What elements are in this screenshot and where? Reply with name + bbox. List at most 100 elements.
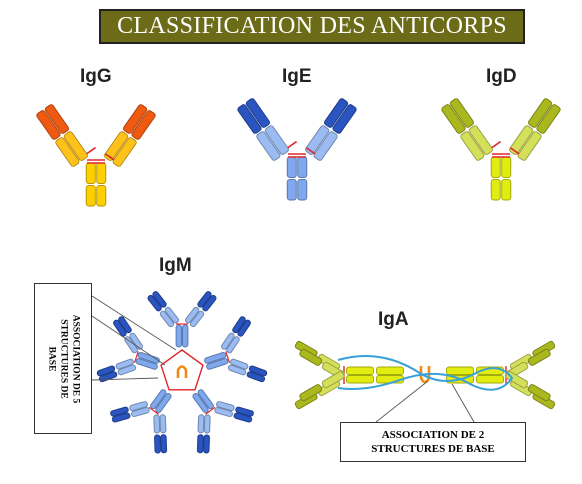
iga-heavy-chain (446, 366, 474, 375)
igm-heavy-chain-arm (197, 291, 212, 308)
heavy-chain-domain (286, 156, 297, 178)
title-banner: CLASSIFICATION DES ANTICORPS (99, 9, 525, 44)
light-chain-arm-domain (256, 131, 281, 161)
igm-heavy-chain-arm (248, 365, 268, 377)
heavy-chain-arm-domain (264, 125, 289, 155)
heavy-chain-domain (490, 156, 501, 178)
igm-light-chain (129, 401, 148, 412)
iga-monomer (446, 340, 556, 410)
heavy-chain-domain (96, 185, 107, 207)
igm-heavy-chain-arm (203, 434, 210, 454)
iga-light-chain (299, 348, 323, 366)
igm-heavy-chain (155, 393, 172, 413)
igm-label: IgM (159, 255, 192, 276)
igm-light-chain (227, 364, 247, 376)
disulfide-bond (205, 406, 216, 415)
heavy-chain-arm-domain (122, 104, 148, 134)
disulfide-bond (509, 147, 520, 155)
igm-monomer (192, 389, 254, 454)
iga-pointer-line (451, 383, 475, 423)
igm-light-chain (216, 401, 235, 412)
heavy-chain-domain (297, 156, 308, 178)
igm-light-chain (159, 414, 167, 434)
heavy-chain-domain (501, 156, 512, 178)
igm-pointer-line (91, 295, 177, 351)
igm-heavy-chain-arm (237, 319, 251, 337)
light-chain-arm-domain (313, 131, 338, 161)
igm-heavy-chain-arm (96, 365, 116, 377)
igm-heavy-chain-arm (131, 407, 150, 418)
iga-light-chain (299, 384, 323, 402)
heavy-chain-domain (85, 185, 96, 207)
igm-light-chain (160, 434, 168, 454)
heavy-chain-arm-domain (323, 98, 349, 128)
igm-heavy-chain (197, 389, 214, 410)
igm-heavy-chain (135, 358, 158, 370)
igm-heavy-chain-arm (154, 434, 161, 454)
igm-heavy-chain-arm (233, 412, 253, 423)
disulfide-bond (225, 351, 231, 364)
igm-heavy-chain (175, 324, 182, 348)
light-chain-arm-domain (517, 131, 542, 161)
heavy-chain-arm-domain (104, 131, 129, 161)
igm-heavy-chain (204, 352, 227, 364)
igm-pentamer (96, 291, 268, 454)
heavy-chain-arm-domain (449, 98, 475, 128)
iga-pointer-line (375, 380, 429, 423)
heavy-chain-domain (297, 179, 308, 201)
igm-monomer (96, 316, 160, 383)
light-chain-arm-domain (55, 137, 80, 167)
igm-light-chain (246, 371, 266, 383)
light-chain-arm-domain (112, 137, 137, 167)
igg-label: IgG (80, 66, 112, 87)
heavy-chain-arm-domain (305, 125, 330, 155)
igm-heavy-chain-arm (111, 412, 131, 423)
igm-light-chain (117, 364, 137, 376)
heavy-chain-arm-domain (509, 125, 534, 155)
igm-heavy-chain (182, 324, 189, 348)
igm-light-chain (147, 294, 162, 312)
heavy-chain-arm-domain (527, 98, 553, 128)
annotation-pointer-lines (91, 295, 475, 423)
igm-heavy-chain-arm (115, 358, 134, 370)
igm-light-chain (196, 434, 204, 454)
heavy-chain-arm-domain (63, 131, 88, 161)
iga-monomer (294, 340, 404, 410)
heavy-chain-domain (286, 179, 297, 201)
iga-dimer (294, 340, 556, 410)
igm-light-chain (118, 316, 132, 334)
light-chain-arm-domain (237, 104, 262, 134)
igm-heavy-chain-arm (214, 407, 233, 418)
igm-light-chain (232, 316, 246, 334)
iga-light-chain (527, 348, 551, 366)
iga-light-chain (321, 371, 345, 389)
disulfide-bond (491, 140, 502, 149)
disulfide-bond (133, 351, 139, 364)
igm-heavy-chain-arm (226, 336, 240, 354)
iga-label: IgA (378, 309, 409, 330)
disulfide-bond (104, 153, 115, 161)
igm-heavy-chain-arm (153, 414, 161, 434)
heavy-chain-domain (501, 179, 512, 201)
igm-pointer-line (91, 315, 166, 366)
igm-light-chain (235, 406, 254, 417)
igm-pointer-line (91, 377, 159, 381)
iga-light-chain (527, 384, 551, 402)
disulfide-bond (287, 140, 298, 149)
igm-j-chain (176, 365, 188, 378)
light-chain-arm-domain (536, 104, 561, 134)
disulfide-bond (148, 406, 159, 415)
iga-secretory-component (337, 355, 514, 391)
igm-heavy-chain-arm (184, 306, 200, 324)
iga-annotation-text: ASSOCIATION DE 2 STRUCTURES DE BASE (371, 429, 495, 455)
igd-structure (441, 98, 561, 201)
igm-light-chain (110, 406, 129, 417)
igm-heavy-chain-arm (164, 306, 180, 324)
light-chain-arm-domain (460, 131, 485, 161)
igm-heavy-chain-arm (203, 414, 211, 434)
igm-annotation-box: ASSOCIATION DE 5 STRUCTURES DE BASE (34, 283, 92, 434)
iga-heavy-chain (346, 366, 374, 375)
disulfide-bond (305, 147, 316, 155)
igm-disulfide-ring (160, 349, 204, 391)
